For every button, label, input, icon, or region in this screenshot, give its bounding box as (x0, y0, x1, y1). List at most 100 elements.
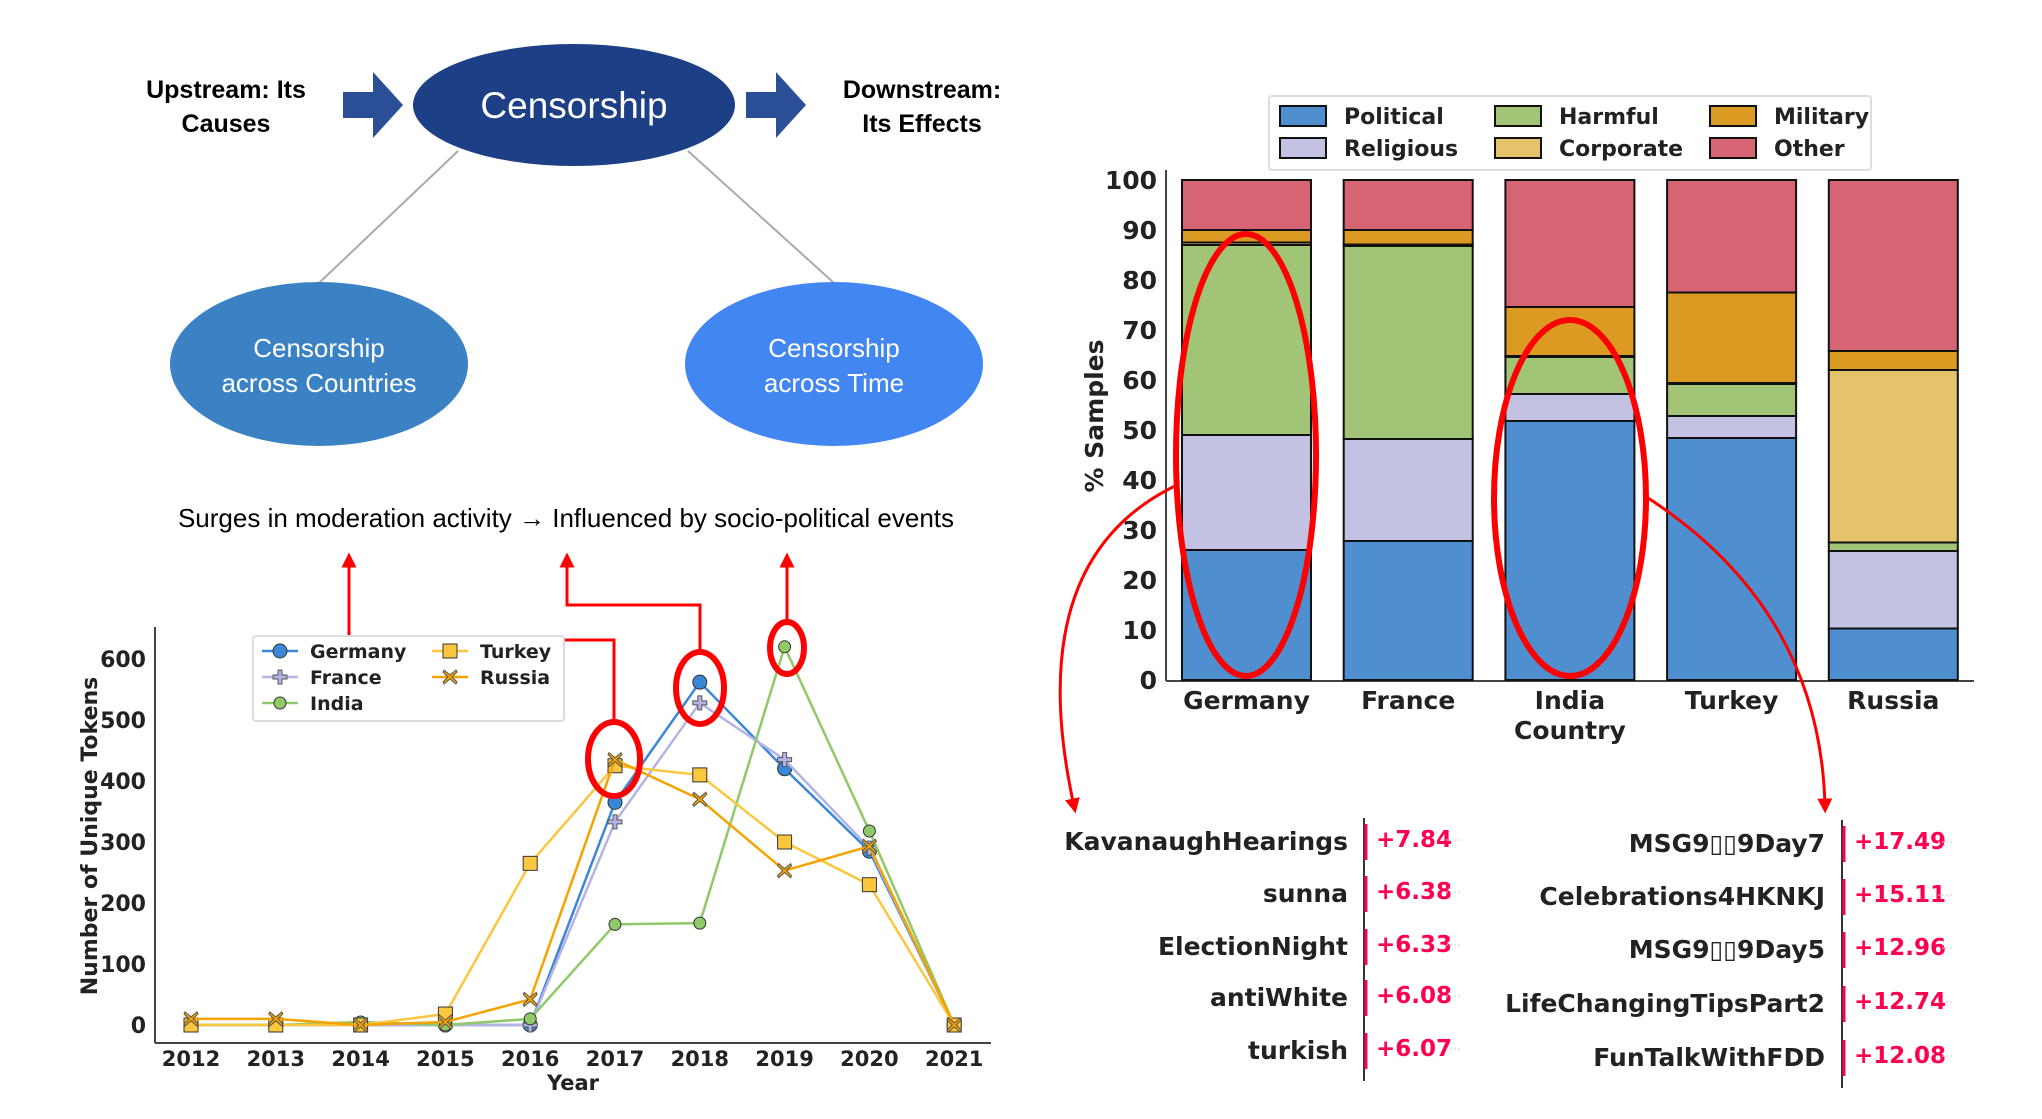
bar-segment-military (1827, 350, 1959, 371)
bar-segment-religious (1666, 415, 1798, 439)
hashtag-row: ElectionNight +6.33 (1158, 929, 1462, 965)
x-tick-label: 2012 (162, 1047, 220, 1071)
bar-segment-political (1342, 540, 1474, 681)
hashtag-label: ElectionNight (1158, 932, 1348, 961)
x-tick-label: 2018 (671, 1047, 729, 1071)
legend-label: France (310, 667, 382, 689)
x-tick-label: Germany (1183, 686, 1310, 715)
bar-segment-harmful (1181, 244, 1312, 436)
bar-segment-religious (1827, 550, 1959, 630)
legend-label: Russia (480, 667, 550, 689)
hashtag-label: MSG9▯▯9Day5 (1629, 935, 1825, 964)
hashtag-score: +12.96 (1854, 935, 1946, 961)
bar-germany (1181, 179, 1312, 681)
hashtag-row: LifeChangingTipsPart2+12.74 (1505, 986, 1954, 1022)
hashtag-score: +12.08 (1854, 1043, 1946, 1069)
data-point (523, 1012, 537, 1026)
y-tick-label: 0 (1140, 666, 1157, 695)
legend-swatch (1709, 105, 1757, 127)
legend-label: Political (1344, 105, 1444, 130)
bar-segment-other (1504, 179, 1636, 308)
highlight-circle (673, 649, 727, 727)
bar-segment-corporate (1827, 369, 1959, 544)
y-tick-label: 80 (1122, 266, 1157, 295)
legend-label: Corporate (1559, 137, 1683, 162)
bar-chart-annotations (1058, 483, 1833, 814)
series-turkey (183, 758, 962, 1033)
y-tick-label: 0 (131, 1014, 146, 1039)
hashtag-score: +15.11 (1854, 882, 1946, 908)
highlight-circle (585, 719, 643, 799)
data-point (522, 855, 538, 871)
x-tick-label: 2017 (586, 1047, 644, 1071)
highlight-ellipse-germany (1173, 231, 1319, 679)
time-node (685, 282, 983, 446)
legend-marker (272, 669, 288, 685)
y-tick-label: 100 (1105, 166, 1157, 195)
series-line (191, 643, 956, 1027)
hashtag-row: Celebrations4HKNKJ+15.11 (1539, 879, 1954, 915)
data-point (692, 767, 708, 783)
data-point (437, 1014, 454, 1030)
legend-marker (272, 643, 288, 659)
legend-label: Military (1774, 105, 1869, 130)
countries-node-label-2: across Countries (221, 368, 416, 398)
data-point (607, 751, 623, 768)
hashtag-score: +12.74 (1854, 989, 1946, 1015)
upstream-label-1: Upstream: Its (146, 76, 306, 104)
series-line (191, 764, 956, 1027)
x-tick-label: India (1535, 686, 1605, 715)
hashtags-right: MSG9▯▯9Day7+17.49Celebrations4HKNKJ+15.1… (1505, 820, 1954, 1088)
series-france (183, 695, 962, 1033)
hashtag-row: antiWhite+6.08 (1210, 980, 1462, 1016)
x-tick-label: France (1361, 686, 1455, 715)
data-point (183, 1011, 199, 1027)
legend-label: Turkey (480, 641, 552, 663)
hashtag-label: FunTalkWithFDD (1593, 1043, 1825, 1072)
x-tick-label: 2013 (247, 1047, 305, 1071)
data-point (862, 824, 876, 838)
data-point (778, 640, 792, 654)
bar-segment-other (1666, 179, 1798, 294)
y-tick-label: 100 (100, 953, 146, 978)
connector-left (318, 150, 459, 284)
curved-arrow-india (1647, 496, 1833, 814)
x-tick-label: 2015 (416, 1047, 474, 1071)
bar-segment-religious (1181, 434, 1312, 551)
data-point (268, 1011, 284, 1027)
y-tick-label: 60 (1122, 366, 1157, 395)
curved-arrow-germany (1058, 483, 1178, 814)
legend-swatch (1494, 137, 1542, 159)
countries-node (170, 282, 468, 446)
y-tick-label: 200 (100, 892, 146, 917)
hashtag-row: KavanaughHearings+7.84 (1064, 824, 1462, 860)
legend-marker (273, 696, 287, 710)
bar-segment-other (1342, 179, 1474, 231)
hashtags-left: KavanaughHearings+7.84sunna+6.38Election… (1064, 818, 1462, 1081)
highlight-ellipse-india (1491, 317, 1649, 679)
highlight-circle (767, 619, 807, 677)
y-tick-label: 400 (100, 770, 146, 795)
bar-segment-harmful (1827, 541, 1959, 552)
y-tick-label: 30 (1122, 516, 1157, 545)
data-point (522, 991, 538, 1008)
data-point (861, 877, 877, 893)
hashtag-row: MSG9▯▯9Day5 +12.96 (1629, 932, 1954, 968)
data-point (608, 917, 622, 931)
y-tick-label: 40 (1122, 466, 1157, 495)
bar-legend: PoliticalReligiousHarmfulCorporateMilita… (1268, 95, 1872, 171)
legend-swatch (1494, 105, 1542, 127)
data-point (777, 752, 793, 768)
legend-marker (442, 643, 458, 659)
y-tick-label: 20 (1122, 566, 1157, 595)
x-tick-label: 2020 (840, 1047, 898, 1071)
y-tick-label: 70 (1122, 316, 1157, 345)
legend-label: India (310, 693, 364, 715)
hashtag-score: +6.33 (1376, 932, 1452, 958)
bar-segment-other (1827, 179, 1959, 352)
x-tick-label: Russia (1847, 686, 1939, 715)
